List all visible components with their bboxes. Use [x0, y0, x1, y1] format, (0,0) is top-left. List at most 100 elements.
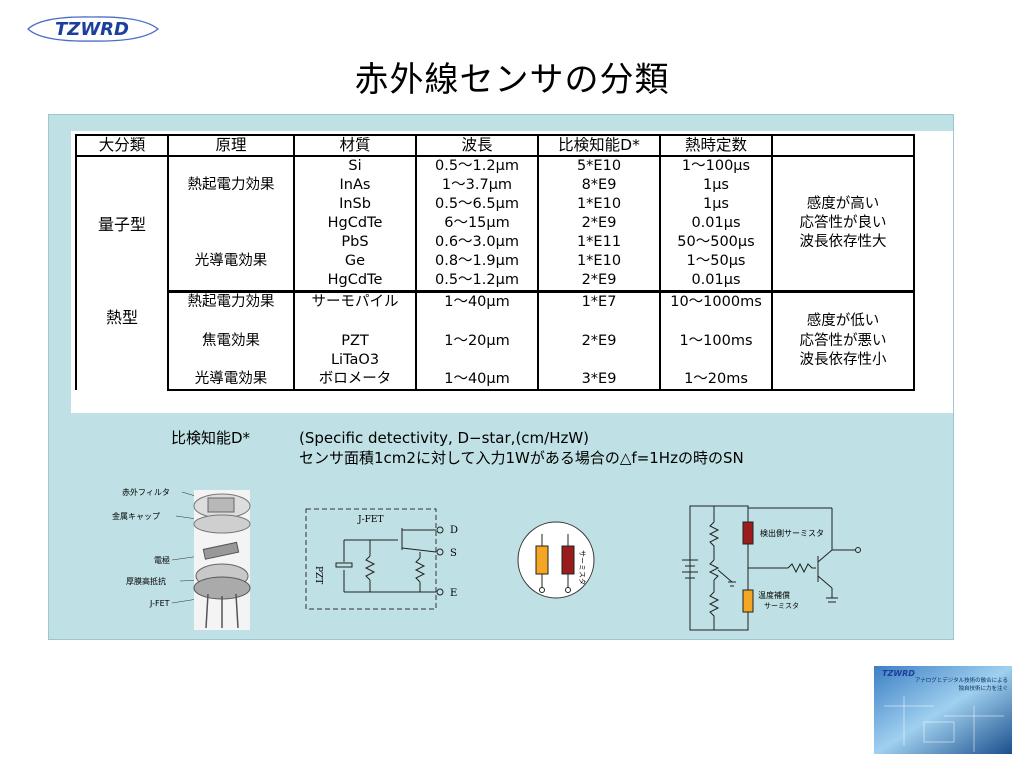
time-constant-cell: 10〜1000ms: [660, 291, 773, 312]
principle-cell: 焦電効果: [168, 332, 295, 351]
compensation-thermistor-label: サーミスタ: [764, 601, 799, 610]
wave-cell: 1〜40μm: [416, 291, 539, 312]
table-area: 大分類 原理 材質 波長 比検知能D* 熱時定数 量子型 Si 0.5〜1.2μ…: [71, 131, 953, 413]
pin-e-label: E: [450, 588, 457, 599]
principle-cell: 光導電効果: [168, 252, 295, 271]
remark-cell: [772, 370, 915, 391]
remark-cell: 応答性が悪い: [772, 332, 915, 351]
compensation-label: 温度補償: [758, 590, 790, 600]
brand-thumbnail: TZWRD アナログとデジタル技術の融合による 独自技術に力を注ぐ: [874, 666, 1012, 754]
header-cell: 原理: [167, 134, 295, 157]
time-constant-cell: [660, 312, 773, 332]
detectivity-cell: 5*E10: [538, 156, 661, 176]
table-header-row: 大分類 原理 材質 波長 比検知能D* 熱時定数: [75, 134, 915, 157]
header-cell: 波長: [415, 134, 539, 157]
detectivity-note: 比検知能D* (Specific detectivity, D−star,(cm/…: [171, 427, 589, 448]
wave-cell: 1〜20μm: [416, 332, 539, 351]
principle-cell: 熱起電力効果: [168, 291, 295, 312]
table-row: 熱起電力効果 InAs 1〜3.7μm 8*E9 1μs: [76, 176, 915, 195]
category-quantum: 量子型: [75, 156, 169, 292]
remark-cell: 感度が低い: [772, 312, 915, 332]
photo-label: 厚膜高抵抗: [126, 576, 166, 586]
wave-cell: [416, 312, 539, 332]
material-cell: HgCdTe: [294, 214, 417, 233]
wave-cell: 1〜40μm: [416, 370, 539, 391]
material-cell: ボロメータ: [294, 370, 417, 391]
thumb-line1: アナログとデジタル技術の融合による: [915, 676, 1008, 684]
material-cell: LiTaO3: [294, 351, 417, 370]
table-row: 光導電効果 ボロメータ 1〜40μm 3*E9 1〜20ms: [76, 370, 915, 391]
remark-cell: [772, 252, 915, 271]
pzt-label: PZT: [313, 566, 323, 584]
thumb-line2: 独自技術に力を注ぐ: [958, 684, 1008, 692]
remark-cell: [772, 291, 915, 312]
detect-thermistor-label: 検出側サーミスタ: [760, 528, 824, 538]
detectivity-cell: [538, 312, 661, 332]
remark-cell: [772, 156, 915, 176]
content-panel: 大分類 原理 材質 波長 比検知能D* 熱時定数 量子型 Si 0.5〜1.2μ…: [48, 114, 954, 640]
principle-cell: [168, 214, 295, 233]
remark-cell: 応答性が良い: [772, 214, 915, 233]
wave-cell: 0.6〜3.0μm: [416, 233, 539, 252]
time-constant-cell: 50〜500μs: [660, 233, 773, 252]
thermistor-pair-diagram: サーミスタ: [517, 521, 595, 599]
photo-label: 赤外フィルタ: [122, 488, 170, 497]
slide-title: 赤外線センサの分類: [354, 60, 670, 100]
jfet-label: J-FET: [357, 515, 383, 525]
material-cell: InAs: [294, 176, 417, 195]
table-row: HgCdTe 0.5〜1.2μm 2*E9 0.01μs: [76, 271, 915, 293]
note-label: 比検知能D*: [171, 429, 251, 447]
wave-cell: 1〜3.7μm: [416, 176, 539, 195]
note-line2: センサ面積1cm2に対して入力1Wがある場合の△f=1Hzの時のSN: [299, 449, 744, 467]
remark-cell: 波長依存性大: [772, 233, 915, 252]
wave-cell: 0.5〜1.2μm: [416, 156, 539, 176]
category-thermal: 熱型: [75, 291, 169, 390]
time-constant-cell: 1〜100ms: [660, 332, 773, 351]
principle-cell: [168, 233, 295, 252]
material-cell: InSb: [294, 195, 417, 214]
time-constant-cell: 0.01μs: [660, 271, 773, 293]
wave-cell: 6〜15μm: [416, 214, 539, 233]
photo-label: 金属キャップ: [112, 511, 160, 521]
principle-cell: [168, 271, 295, 293]
principle-cell: [168, 351, 295, 370]
material-cell: Si: [294, 156, 417, 176]
detectivity-cell: 2*E9: [538, 214, 661, 233]
detectivity-cell: 1*E10: [538, 195, 661, 214]
material-cell: PbS: [294, 233, 417, 252]
table-row: 熱型 熱起電力効果 サーモパイル 1〜40μm 1*E7 10〜1000ms: [75, 291, 915, 390]
pzt-circuit-diagram: J-FET PZT D S E: [305, 508, 458, 610]
remark-cell: [772, 271, 915, 293]
thumb-brand: TZWRD: [882, 669, 915, 678]
time-constant-cell: 1〜20ms: [660, 370, 773, 391]
header-cell: 材質: [293, 134, 417, 157]
wave-cell: 0.5〜6.5μm: [416, 195, 539, 214]
header-cell: [771, 134, 915, 157]
wave-cell: 0.8〜1.9μm: [416, 252, 539, 271]
detectivity-cell: 8*E9: [538, 176, 661, 195]
note-line1: (Specific detectivity, D−star,(cm/HzW): [299, 429, 590, 447]
time-constant-cell: 1〜100μs: [660, 156, 773, 176]
material-cell: [294, 312, 417, 332]
time-constant-cell: 1μs: [660, 176, 773, 195]
time-constant-cell: 0.01μs: [660, 214, 773, 233]
table-row: 焦電効果 PZT 1〜20μm 2*E9 1〜100ms 応答性が悪い: [76, 332, 915, 351]
header-cell: 熱時定数: [659, 134, 773, 157]
material-cell: PZT: [294, 332, 417, 351]
photo-label: J-FET: [149, 599, 170, 608]
time-constant-cell: 1〜50μs: [660, 252, 773, 271]
table-row: PbS 0.6〜3.0μm 1*E11 50〜500μs 波長依存性大: [76, 233, 915, 252]
detectivity-cell: 2*E9: [538, 271, 661, 293]
remark-cell: [772, 176, 915, 195]
detectivity-cell: [538, 351, 661, 370]
bridge-circuit-diagram: 検出側サーミスタ 温度補償 サーミスタ: [682, 505, 861, 631]
principle-cell: 熱起電力効果: [168, 176, 295, 195]
photo-label: 電極: [154, 555, 170, 565]
wave-cell: 0.5〜1.2μm: [416, 271, 539, 293]
remark-cell: 波長依存性小: [772, 351, 915, 370]
detectivity-cell: 1*E10: [538, 252, 661, 271]
sensor-photo: 赤外フィルタ 金属キャップ 電極 厚膜高抵抗 J-FET: [112, 488, 251, 630]
table-row: InSb 0.5〜6.5μm 1*E10 1μs 感度が高い: [76, 195, 915, 214]
principle-cell: [168, 156, 295, 176]
remark-cell: 感度が高い: [772, 195, 915, 214]
